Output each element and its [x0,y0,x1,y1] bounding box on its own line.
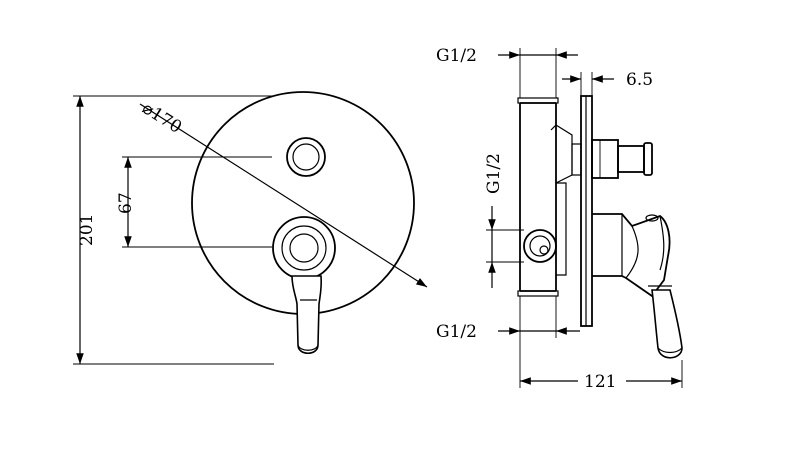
g12-top-label: G1/2 [436,46,477,66]
wall-plate [580,95,593,327]
dimension-67: 67 [116,156,272,248]
dimension-201: 201 [73,95,274,365]
g12-bottom-label: G1/2 [436,322,477,342]
dim-201-label: 201 [77,214,97,246]
g12-left-dimension: G1/2 [484,153,524,288]
dim-67-label: 67 [116,192,136,214]
g12-left-label: G1/2 [484,153,504,194]
dim-121-label: 121 [584,372,616,392]
lever-side [592,213,683,359]
side-outlet [523,229,557,263]
diverter-knob [286,137,326,177]
g12-top-dimension: G1/2 [436,46,578,98]
g12-bottom-dimension: G1/2 [436,296,580,342]
valve-body [517,97,573,297]
front-view: ⌀170 67 201 [73,91,428,365]
dimension-121: 121 [519,338,683,392]
dimension-6-5: 6.5 [562,70,653,96]
diverter-stem [571,139,653,179]
side-view: G1/2 6.5 G1/2 G1/2 [436,46,683,392]
dia-170-label: ⌀170 [138,98,185,138]
mixer-handle [272,216,336,355]
dim-6-5-label: 6.5 [626,70,653,90]
